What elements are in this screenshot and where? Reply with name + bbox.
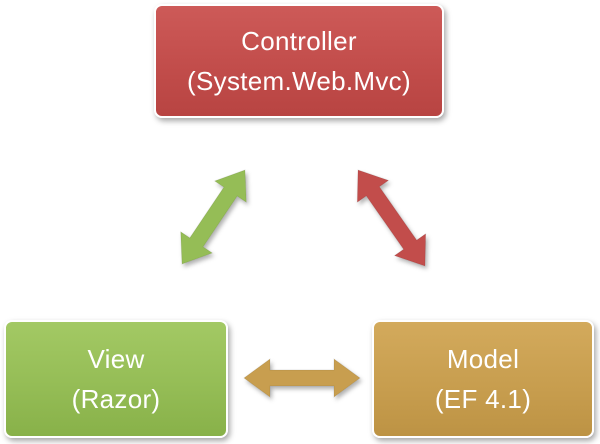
model-subtitle: (EF 4.1) — [434, 384, 532, 414]
view-subtitle: (Razor) — [71, 384, 161, 414]
controller-subtitle: (System.Web.Mvc) — [187, 66, 411, 96]
view-title: View — [87, 344, 145, 374]
controller-title: Controller — [241, 26, 357, 56]
model-title: Model — [446, 344, 520, 374]
view-model-arrow — [243, 358, 361, 398]
controller-box: Controller (System.Web.Mvc) — [154, 4, 444, 118]
controller-model-arrow — [356, 169, 427, 267]
view-controller-arrow — [180, 169, 247, 265]
view-box: View (Razor) — [4, 320, 228, 438]
model-box: Model (EF 4.1) — [372, 320, 594, 438]
